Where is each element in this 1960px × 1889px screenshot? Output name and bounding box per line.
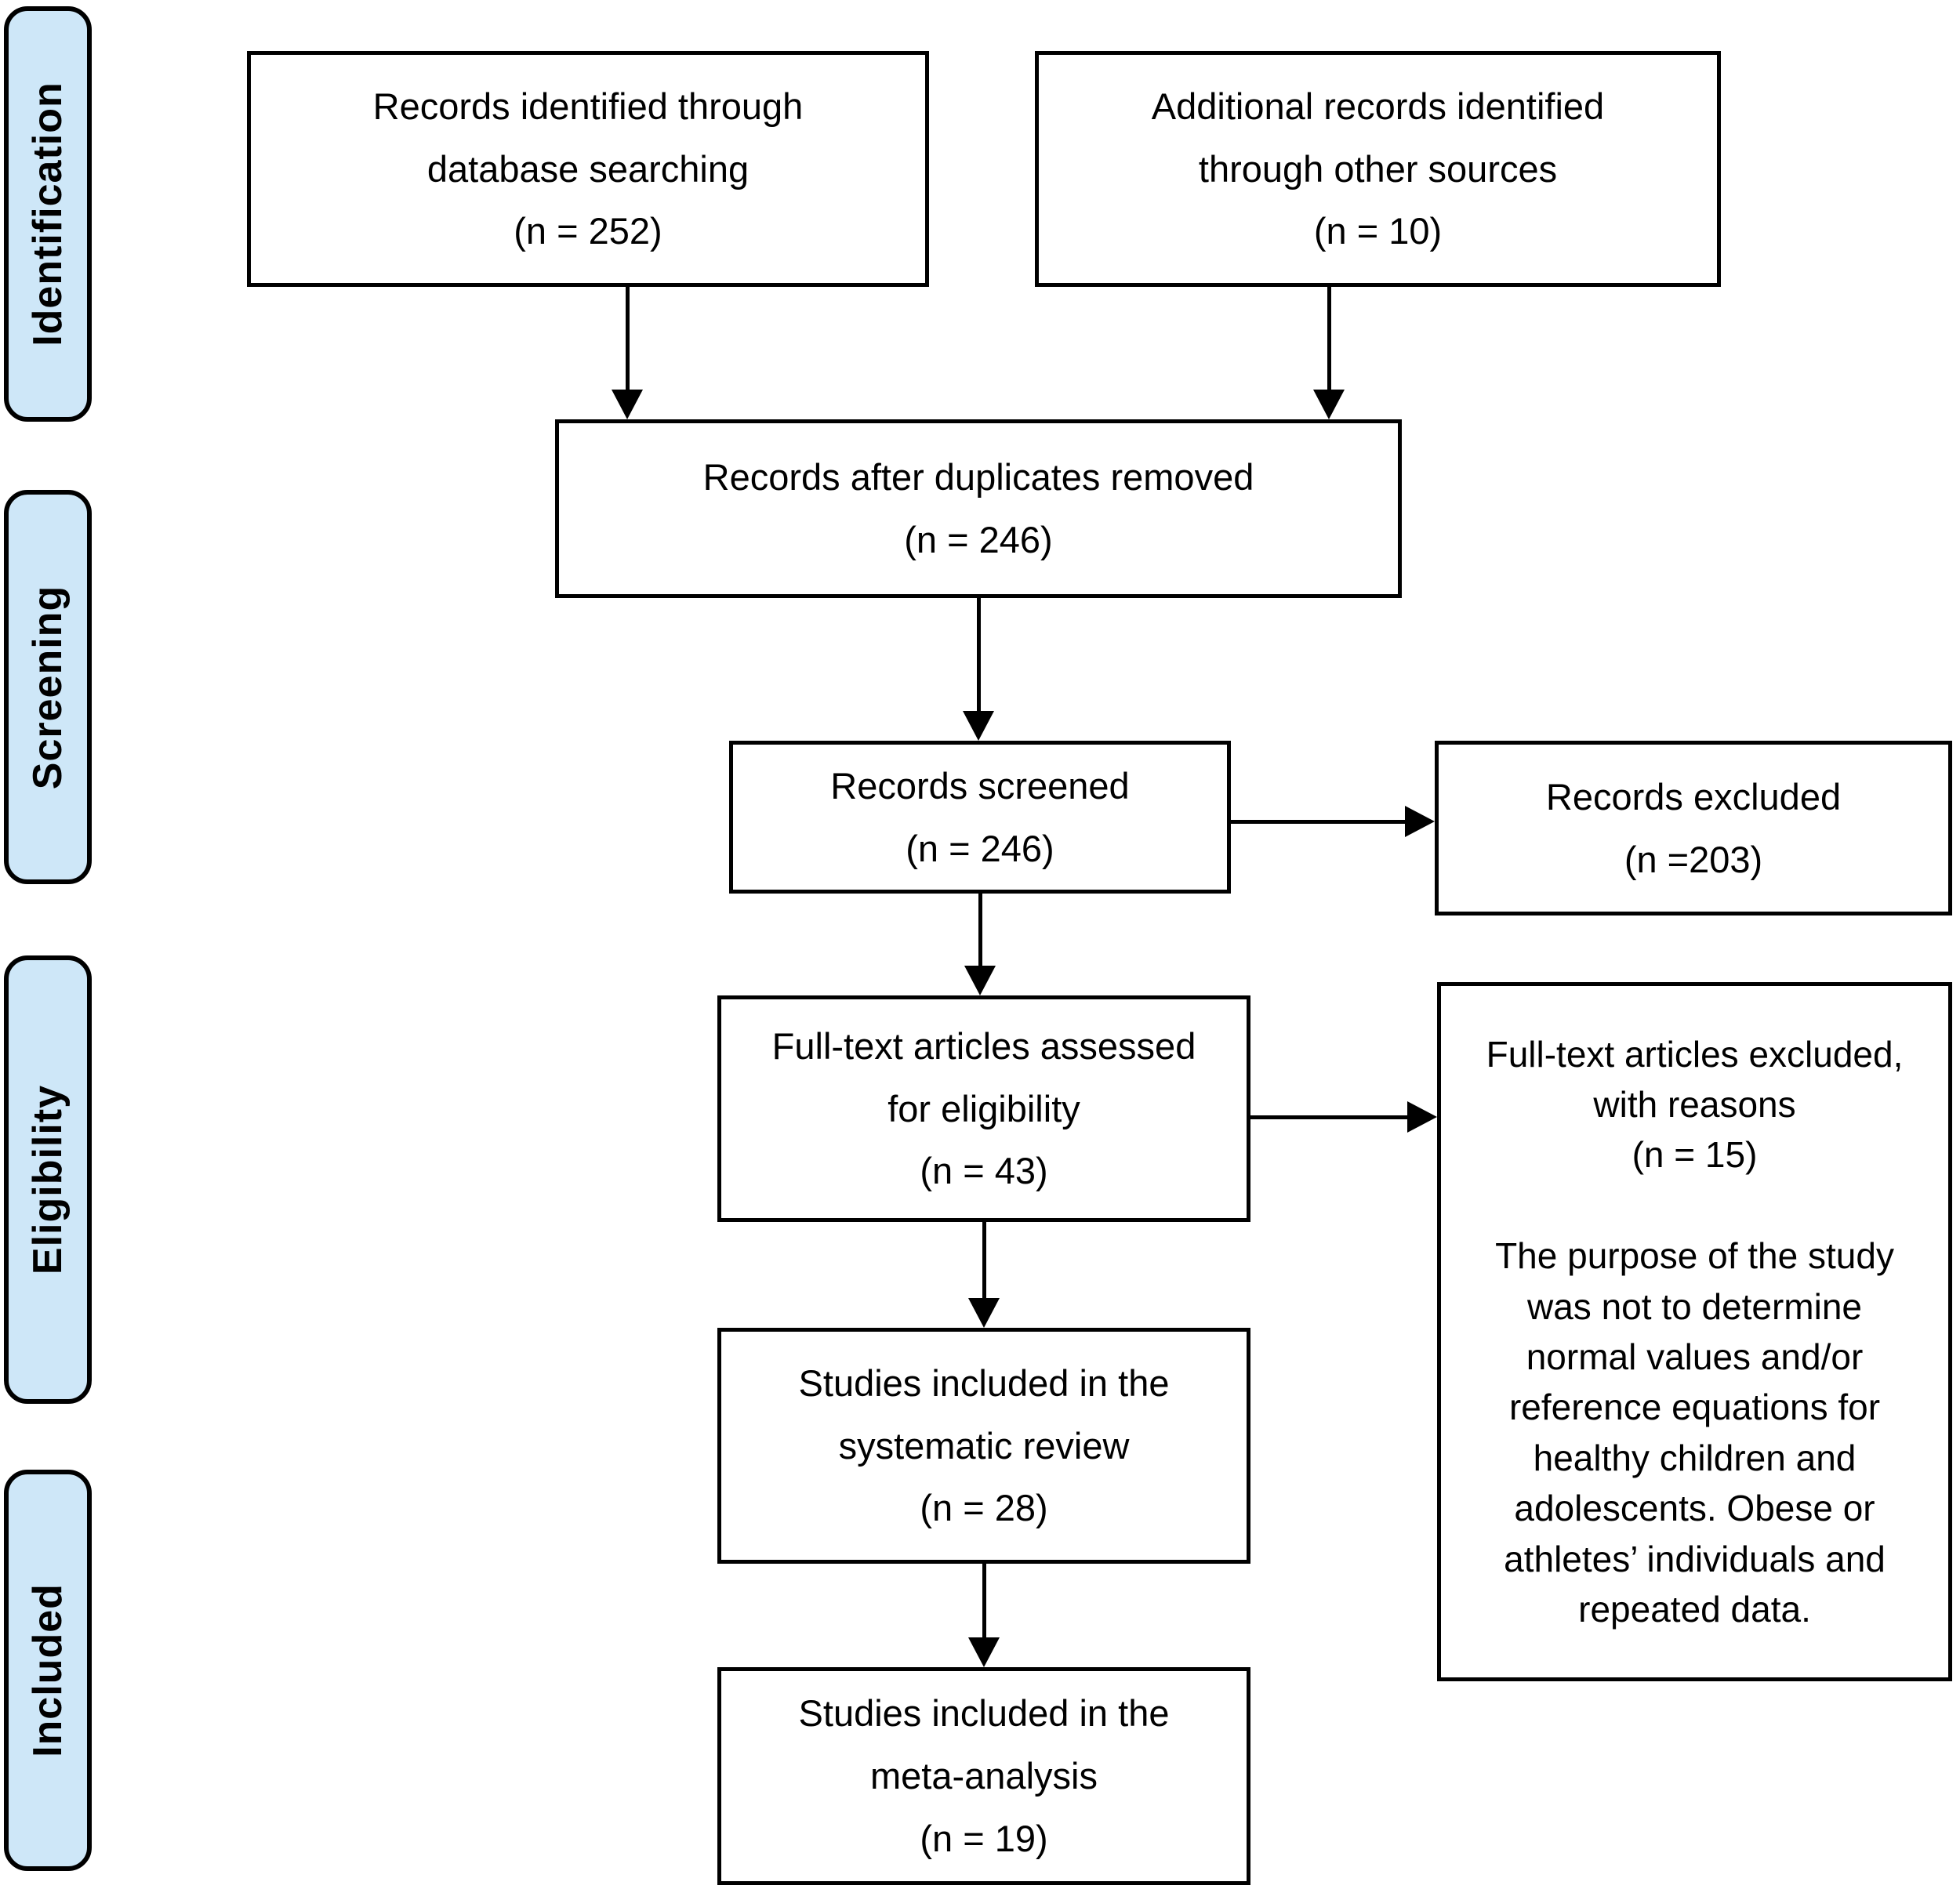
connector-line	[626, 287, 630, 392]
connector-line	[1250, 1115, 1410, 1119]
arrowhead-down-icon	[968, 1298, 1000, 1328]
arrowhead-down-icon	[964, 966, 996, 995]
box-additional-records-text: Additional records identified through ot…	[1151, 85, 1605, 252]
box-records-identified-text: Records identified through database sear…	[372, 85, 804, 252]
box-systematic-review: Studies included in the systematic revie…	[717, 1328, 1250, 1564]
arrowhead-down-icon	[1313, 390, 1345, 419]
box-meta-analysis: Studies included in the meta-analysis (n…	[717, 1667, 1250, 1885]
box-fulltext-assessed-text: Full-text articles assessed for eligibil…	[771, 1024, 1196, 1192]
stage-eligibility: Eligibility	[4, 955, 92, 1404]
connector-line	[982, 1222, 986, 1300]
connector-line	[978, 894, 982, 968]
arrowhead-down-icon	[963, 711, 994, 741]
box-fulltext-excluded: Full-text articles excluded, with reason…	[1437, 982, 1952, 1681]
box-fulltext-excluded-text: Full-text articles excluded, with reason…	[1486, 1033, 1904, 1630]
arrowhead-right-icon	[1407, 1101, 1437, 1133]
box-records-excluded-text: Records excluded (n =203)	[1545, 775, 1842, 880]
connector-line	[1327, 287, 1331, 392]
box-systematic-review-text: Studies included in the systematic revie…	[798, 1361, 1170, 1529]
box-fulltext-assessed: Full-text articles assessed for eligibil…	[717, 995, 1250, 1222]
arrowhead-right-icon	[1405, 806, 1435, 837]
connector-line	[982, 1564, 986, 1640]
box-duplicates-removed: Records after duplicates removed (n = 24…	[555, 419, 1402, 598]
box-records-screened: Records screened (n = 246)	[729, 741, 1231, 894]
stage-identification: Identification	[4, 6, 92, 422]
box-additional-records: Additional records identified through ot…	[1035, 51, 1721, 287]
stage-included-label: Included	[25, 1583, 71, 1757]
stage-screening-label: Screening	[25, 585, 71, 789]
arrowhead-down-icon	[968, 1637, 1000, 1667]
stage-screening: Screening	[4, 490, 92, 884]
connector-line	[1231, 820, 1407, 824]
stage-identification-label: Identification	[25, 82, 71, 346]
box-meta-analysis-text: Studies included in the meta-analysis (n…	[798, 1692, 1170, 1859]
connector-line	[977, 598, 981, 712]
box-records-excluded: Records excluded (n =203)	[1435, 741, 1952, 915]
box-records-identified: Records identified through database sear…	[247, 51, 929, 287]
box-duplicates-removed-text: Records after duplicates removed (n = 24…	[702, 456, 1254, 560]
arrowhead-down-icon	[612, 390, 643, 419]
box-records-screened-text: Records screened (n = 246)	[830, 764, 1130, 869]
stage-eligibility-label: Eligibility	[25, 1084, 71, 1275]
stage-included: Included	[4, 1470, 92, 1871]
